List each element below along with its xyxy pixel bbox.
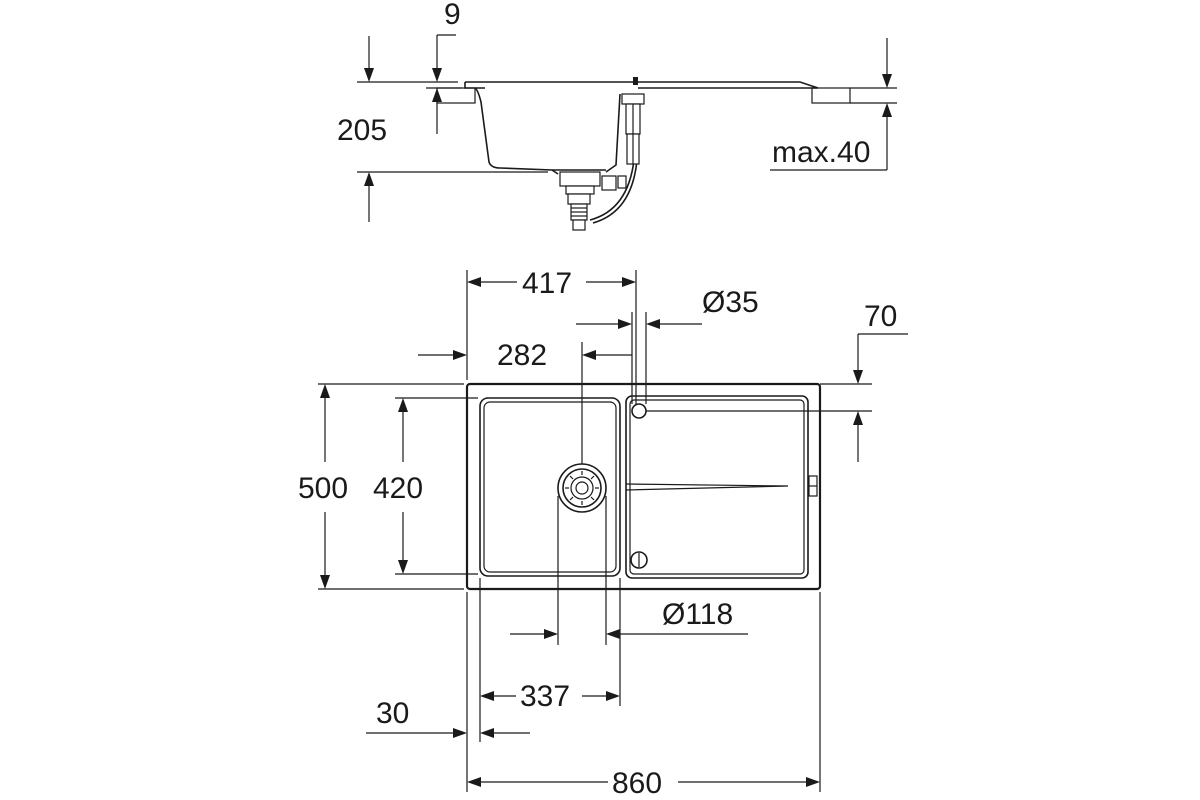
drain-assembly xyxy=(557,463,607,513)
dim-tap-hole-diameter: Ø35 xyxy=(576,286,759,404)
section-view: 205 9 max.40 xyxy=(337,0,897,231)
dim-counter-thickness: max.40 xyxy=(770,38,897,171)
sink-rim-top xyxy=(464,82,485,89)
counter-left-slab xyxy=(436,87,476,104)
overflow-tube xyxy=(621,93,645,165)
drainer-groove xyxy=(625,483,789,491)
dim-overall-width: 860 xyxy=(467,592,821,800)
bowl-inner-right xyxy=(605,93,621,173)
dim-depth: 205 xyxy=(337,36,548,222)
dim-overall-depth: 500 xyxy=(298,383,464,590)
dim-edge-offset-label: 30 xyxy=(376,697,409,730)
dim-tap-hole-diameter-label: Ø35 xyxy=(702,286,759,319)
tap-hole xyxy=(631,403,647,419)
dim-bowl-width: 337 xyxy=(479,578,621,742)
drainer-inner-outline xyxy=(629,399,805,575)
dim-counter-thickness-label: max.40 xyxy=(772,136,870,169)
bowl-inner-outline xyxy=(483,401,617,573)
dim-bowl-depth-label: 420 xyxy=(373,472,423,505)
overflow-hole xyxy=(630,551,648,569)
dim-overall-depth-label: 500 xyxy=(298,472,348,505)
dim-drain-diameter-label: Ø118 xyxy=(662,598,733,631)
dim-drain-offset-label: 282 xyxy=(497,339,547,372)
sink-outer-outline xyxy=(465,382,822,591)
dim-overall-width-label: 860 xyxy=(612,767,662,800)
dim-edge-offset: 30 xyxy=(366,592,530,792)
bowl-profile xyxy=(474,87,559,175)
dim-drain-offset: 282 xyxy=(418,339,632,464)
waste-assembly xyxy=(559,159,638,231)
counter-right-slab xyxy=(811,87,851,104)
sink-rim xyxy=(465,81,819,89)
plan-view: 417 Ø35 70 xyxy=(298,267,908,800)
dim-bowl-depth: 420 xyxy=(373,397,478,575)
dim-depth-label: 205 xyxy=(337,114,387,147)
dim-tap-hole-offset: 417 xyxy=(466,267,637,404)
dim-tap-hole-from-back: 70 xyxy=(646,300,908,462)
tap-hole-stub xyxy=(633,77,638,85)
dim-rim-thickness: 9 xyxy=(426,0,462,134)
dim-rim-thickness-label: 9 xyxy=(444,0,461,31)
drainer-outline xyxy=(625,395,809,579)
dim-bowl-width-label: 337 xyxy=(520,680,570,713)
dim-tap-hole-offset-label: 417 xyxy=(522,267,572,300)
dim-drain-diameter: Ø118 xyxy=(510,496,748,645)
dim-tap-hole-from-back-label: 70 xyxy=(864,300,897,333)
bowl-outline xyxy=(479,397,621,577)
